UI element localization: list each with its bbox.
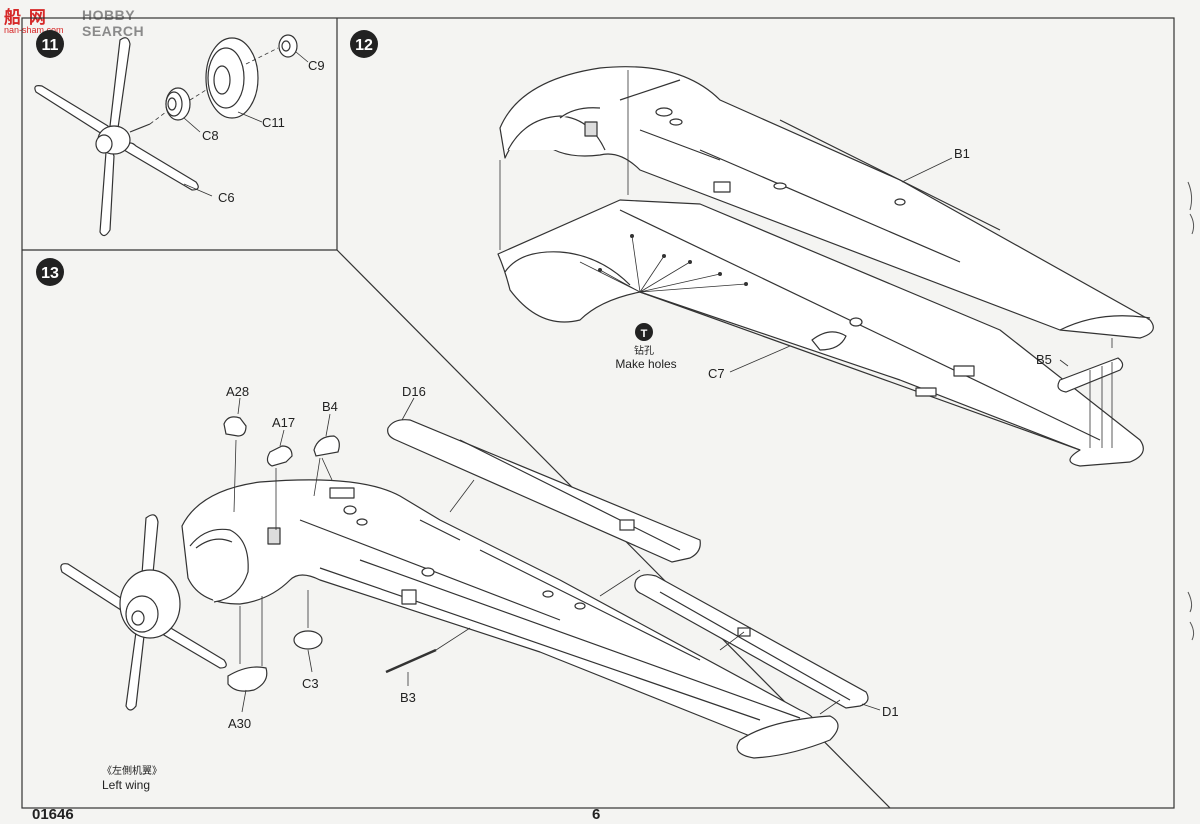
step-12-leaders	[729, 157, 1069, 373]
drill-tool-letter: T	[641, 328, 648, 340]
label-c8: C8	[202, 128, 219, 143]
label-b1: B1	[954, 146, 970, 161]
step-13: 13	[36, 258, 899, 792]
label-c11: C11	[262, 115, 285, 130]
page-number: 6	[592, 806, 601, 823]
small-parts	[223, 416, 437, 692]
part-a28	[223, 416, 247, 437]
drill-holes	[598, 234, 748, 286]
step-12-guides	[499, 70, 1113, 448]
note-left-wing-en: Left wing	[102, 778, 150, 792]
step-12-number: 12	[355, 37, 373, 54]
part-a30	[227, 666, 268, 692]
step-11-number: 11	[42, 37, 59, 54]
step-12-badge	[350, 30, 378, 58]
note-make-holes-cn: 钻孔	[634, 344, 654, 357]
assembled-wing	[181, 479, 816, 745]
flap-d16	[387, 419, 701, 563]
hub-collar-c8	[165, 87, 191, 121]
step-12: 12	[350, 30, 1154, 467]
label-b4: B4	[322, 399, 338, 414]
watermark: 船 网 HOBBY SEARCH nan-sham.com	[4, 3, 164, 41]
prop-shaft	[129, 123, 151, 133]
label-a17: A17	[272, 415, 295, 430]
kit-number: 01646	[32, 806, 74, 823]
step-11-leaders	[183, 51, 309, 197]
washer-c9	[278, 34, 298, 58]
label-d16: D16	[402, 384, 426, 399]
label-c6: C6	[218, 190, 235, 205]
watermark-logo: HOBBY SEARCH	[82, 7, 145, 39]
margin-marks	[1187, 181, 1195, 641]
part-a17	[266, 445, 293, 467]
label-b5: B5	[1036, 352, 1052, 367]
step-13-guides	[233, 439, 841, 715]
page-frame	[21, 17, 1175, 809]
blade-left	[34, 85, 109, 135]
drill-tool-icon	[635, 323, 653, 341]
propeller-drawing	[34, 37, 199, 237]
blade-right	[123, 142, 199, 191]
step-13-badge	[36, 258, 64, 286]
step-11: 11	[34, 30, 325, 237]
upper-wing-half	[499, 66, 1154, 339]
tailplane-stub	[736, 715, 839, 759]
step-13-leaders	[237, 397, 881, 713]
label-c7: C7	[708, 366, 725, 381]
spinner-tip	[95, 134, 113, 154]
hub-ring-c11	[205, 37, 259, 119]
step-13-number: 13	[41, 265, 59, 282]
label-d1: D1	[882, 704, 899, 719]
label-c9: C9	[308, 58, 325, 73]
label-a30: A30	[228, 716, 251, 731]
part-b4	[313, 435, 340, 457]
propeller-assembled	[60, 514, 227, 711]
part-b3	[385, 648, 437, 674]
label-c3: C3	[302, 676, 319, 691]
step-11-badge	[36, 30, 64, 58]
lower-wing-half	[497, 199, 1144, 467]
part-c3	[293, 630, 323, 650]
watermark-domain: nan-sham.com	[4, 25, 64, 35]
note-make-holes-en: Make holes	[615, 357, 676, 371]
blade-down	[99, 150, 115, 237]
label-b3: B3	[400, 690, 416, 705]
blade-up	[109, 37, 131, 131]
label-a28: A28	[226, 384, 249, 399]
step-11-guides	[149, 47, 279, 125]
note-left-wing-cn: 《左側机翼》	[102, 764, 162, 777]
